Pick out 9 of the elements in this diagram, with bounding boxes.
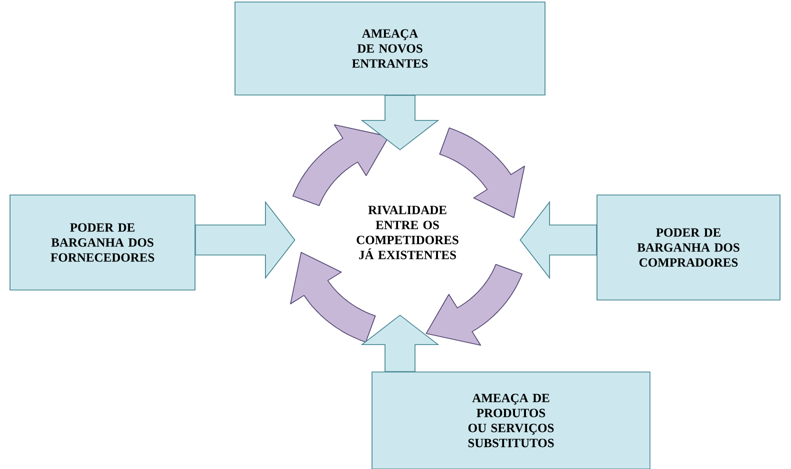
force-box: AMEAÇA DE PRODUTOS OU SERVIÇOS SUBSTITUTOS xyxy=(372,372,650,469)
force-box: PODER DE BARGANHA DOS FORNECEDORES xyxy=(10,194,196,290)
center-text: RIVALIDADE ENTRE OS COMPETIDORES JÁ EXISTENTES xyxy=(356,206,458,260)
block-arrow xyxy=(520,200,597,280)
block-arrow xyxy=(360,95,440,150)
force-box: PODER DE BARGANHA DOS COMPRADORES xyxy=(596,194,780,300)
block-arrow xyxy=(195,200,296,280)
force-box: AMEAÇA DE NOVOS ENTRANTES xyxy=(234,2,546,96)
block-arrow xyxy=(360,314,440,372)
